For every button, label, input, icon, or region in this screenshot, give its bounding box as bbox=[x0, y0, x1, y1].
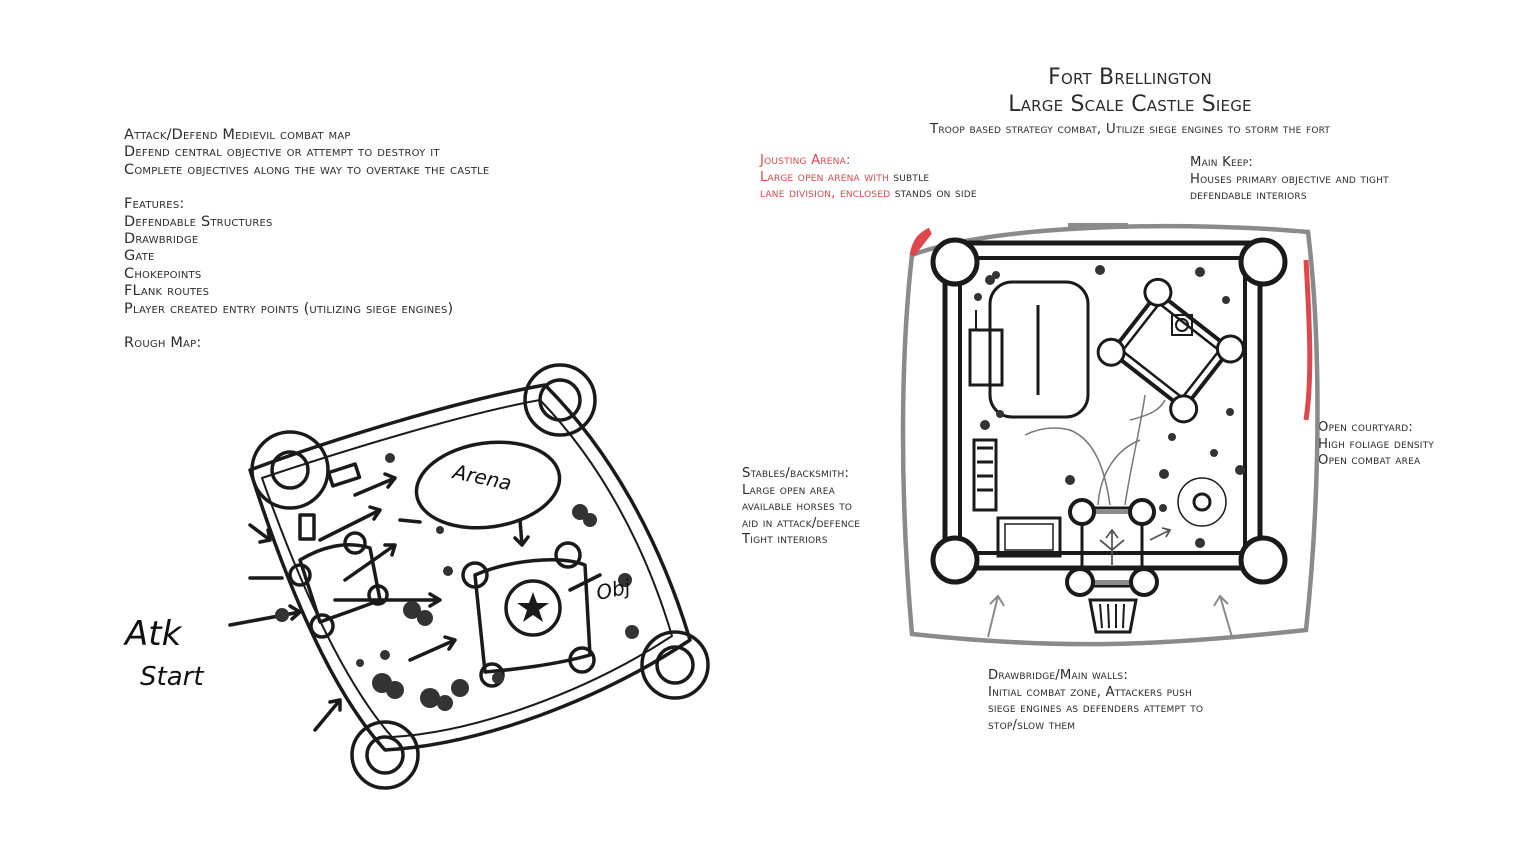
map-title-block: Fort Brellington Large Scale Castle Sieg… bbox=[830, 64, 1430, 140]
rough-outer-wall bbox=[248, 383, 692, 752]
map-tagline: Troop based strategy combat, Utilize sie… bbox=[929, 121, 1331, 137]
jousting-arena bbox=[988, 280, 1090, 419]
feature-item: FLank routes bbox=[124, 283, 210, 300]
note-line: Complete objectives along the way to ove… bbox=[124, 161, 490, 178]
label-heading: Stables/backsmith: bbox=[742, 466, 850, 481]
foliage bbox=[974, 265, 1245, 548]
label-line: Open combat area bbox=[1318, 453, 1421, 469]
label-line: Tight interiors bbox=[742, 532, 828, 548]
stables bbox=[972, 438, 1062, 558]
label-heading: Jousting Arena: bbox=[760, 153, 851, 168]
courtyard-well bbox=[1177, 477, 1227, 527]
main-keep-label: Main Keep: Houses primary objective and … bbox=[1190, 155, 1389, 205]
label-line: available horses to bbox=[742, 499, 853, 515]
feature-item: Chokepoints bbox=[124, 265, 202, 282]
features-heading: Features: bbox=[124, 196, 185, 213]
label-line: High foliage density bbox=[1318, 436, 1434, 452]
feature-item: Defendable Structures bbox=[124, 213, 273, 230]
main-keep bbox=[1096, 277, 1245, 424]
label-line: Houses primary objective and tight bbox=[1190, 171, 1389, 187]
drawbridge bbox=[1088, 598, 1138, 634]
label-line: aid in attack/defence bbox=[742, 515, 861, 531]
rough-tower bbox=[640, 630, 710, 700]
note-line: Attack/Defend Medievil combat map bbox=[124, 127, 351, 143]
label-line: Large open area bbox=[742, 482, 835, 498]
label-line: Initial combat zone, Attackers push bbox=[988, 684, 1192, 700]
castle-main-wall bbox=[942, 240, 1263, 571]
label-line: Large open arena with subtle bbox=[760, 169, 930, 185]
feature-item: Player created entry points (utilizing s… bbox=[124, 300, 454, 317]
rough-tower bbox=[523, 363, 597, 437]
map-title: Fort Brellington bbox=[1048, 65, 1212, 90]
feature-item: Drawbridge bbox=[124, 231, 199, 248]
jousting-arena-label: Jousting Arena: Large open arena with su… bbox=[760, 153, 977, 203]
label-heading: Main Keep: bbox=[1190, 155, 1254, 170]
keep-objective-icon bbox=[1171, 314, 1193, 336]
corner-tower bbox=[1238, 237, 1288, 287]
rough-tower bbox=[350, 720, 420, 790]
courtyard-label: Open courtyard: High foliage density Ope… bbox=[1318, 420, 1434, 470]
drawbridge-label: Drawbridge/Main walls: Initial combat zo… bbox=[988, 668, 1203, 734]
attack-start-label-2: Start bbox=[140, 662, 204, 692]
corner-tower bbox=[930, 535, 980, 585]
rough-objective bbox=[504, 579, 562, 637]
rough-tower bbox=[250, 430, 330, 510]
label-line: stop/slow them bbox=[988, 717, 1076, 733]
rough-keep bbox=[473, 558, 592, 674]
design-notes: Attack/Defend Medievil combat map Defend… bbox=[124, 127, 489, 352]
label-line: siege engines as defenders attempt to bbox=[988, 701, 1204, 717]
rough-map-heading: Rough Map: bbox=[124, 335, 202, 352]
rough-arena bbox=[414, 440, 562, 530]
label-heading: Drawbridge/Main walls: bbox=[988, 668, 1128, 683]
corner-tower bbox=[930, 237, 980, 287]
attack-start-label-1: Atk bbox=[123, 614, 183, 654]
stables-label: Stables/backsmith: Large open area avail… bbox=[742, 466, 860, 549]
note-line: Defend central objective or attempt to d… bbox=[124, 144, 440, 161]
gatehouse bbox=[1065, 498, 1172, 634]
outer-ground-outline bbox=[900, 223, 1320, 647]
corner-tower bbox=[1238, 535, 1288, 585]
label-line: defendable interiors bbox=[1190, 188, 1307, 204]
label-line: lane division, enclosed stands on side bbox=[760, 186, 977, 202]
map-subtitle: Large Scale Castle Siege bbox=[1008, 92, 1252, 117]
label-heading: Open courtyard: bbox=[1318, 420, 1414, 435]
feature-item: Gate bbox=[124, 248, 155, 265]
